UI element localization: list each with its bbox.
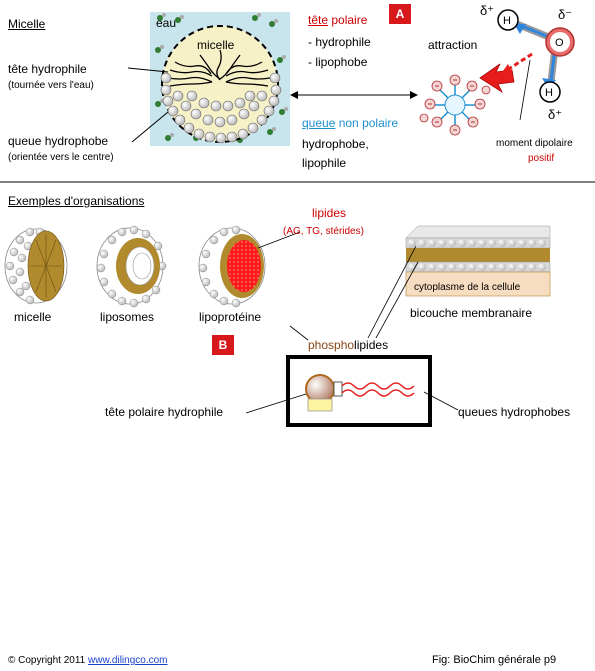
charged-micelle: [419, 74, 491, 136]
tail-pointer-line: [131, 111, 169, 143]
atom-h-bottom: H: [545, 87, 553, 99]
membrane-label: bicouche membranaire: [410, 306, 533, 320]
tail-rest: non polaire: [335, 116, 399, 130]
phospholipids-label: phospholipides: [308, 338, 388, 352]
head-note: (tournée vers l'eau): [8, 80, 94, 91]
micelle-heads: [160, 72, 282, 144]
phospho-suffix: lipides: [354, 338, 389, 352]
lipids-label: lipides: [312, 206, 347, 220]
tail-word: queue: [302, 116, 336, 130]
copyright: © Copyright 2011 www.dilingco.com: [8, 654, 168, 668]
tails-label: queues hydrophobes: [458, 405, 571, 419]
micelle-label: micelle: [197, 38, 235, 52]
atom-o: O: [555, 37, 564, 49]
micelle-tails: [167, 49, 271, 87]
water-molecule: [497, 9, 575, 121]
polar-prop-lipophobe: - lipophobe: [308, 55, 368, 69]
phospholipid-box: [286, 355, 432, 427]
membrane-bilayer: [405, 225, 551, 297]
tail-prop-lipophile: lipophile: [302, 156, 347, 170]
badge-b: B: [212, 335, 234, 355]
delta-minus: δ⁻: [558, 7, 573, 22]
atom-h-top: H: [503, 15, 511, 27]
polar-head-hydrophile-label: tête polaire hydrophile: [105, 405, 224, 419]
liposome-sphere: [96, 225, 167, 308]
polar-prop-hydrophile: - hydrophile: [308, 35, 371, 49]
tail-prop-hydrophobe: hydrophobe,: [302, 137, 369, 151]
tail-note: (orientée vers le centre): [8, 152, 114, 163]
lipids-detail: (AG, TG, stérides): [283, 226, 364, 237]
structure-label-micelle: micelle: [14, 310, 52, 324]
polar-head-rest: polaire: [328, 13, 368, 27]
copyright-text: Copyright 2011: [15, 655, 89, 666]
water-label: eau: [156, 16, 177, 30]
head-label: tête hydrophile: [8, 62, 87, 76]
tail-label: queue hydrophobe: [8, 134, 109, 148]
delta-plus-top: δ⁺: [480, 3, 495, 18]
lipoprotein-sphere: [198, 225, 266, 308]
structure-label-liposomes: liposomes: [100, 310, 155, 324]
tail-title: queue non polaire: [302, 116, 398, 130]
phospholipid-molecule: [305, 374, 415, 412]
dipole-sign: positif: [528, 153, 555, 164]
polar-head-word: tête: [308, 13, 329, 27]
organisations-title: Exemples d'organisations: [8, 194, 145, 208]
phospho-prefix: phospho: [308, 338, 355, 352]
figure-label: Fig: BioChim générale p9: [432, 654, 557, 666]
water-molecules: [155, 15, 285, 143]
attraction-label: attraction: [428, 38, 478, 52]
copyright-symbol: ©: [8, 655, 16, 666]
delta-plus-bottom: δ⁺: [548, 107, 563, 122]
micelle-sphere: [4, 227, 68, 305]
cytoplasm-label: cytoplasme de la cellule: [414, 282, 521, 293]
site-link[interactable]: www.dilingco.com: [88, 655, 168, 666]
structure-label-lipoprotein: lipoprotéine: [199, 310, 262, 324]
micelle-section-title: Micelle: [8, 17, 46, 31]
head-pointer-line: [127, 67, 169, 73]
polar-head-title: tête polaire: [308, 13, 367, 27]
dipole-label: moment dipolaire: [496, 138, 573, 149]
badge-a: A: [389, 4, 411, 24]
